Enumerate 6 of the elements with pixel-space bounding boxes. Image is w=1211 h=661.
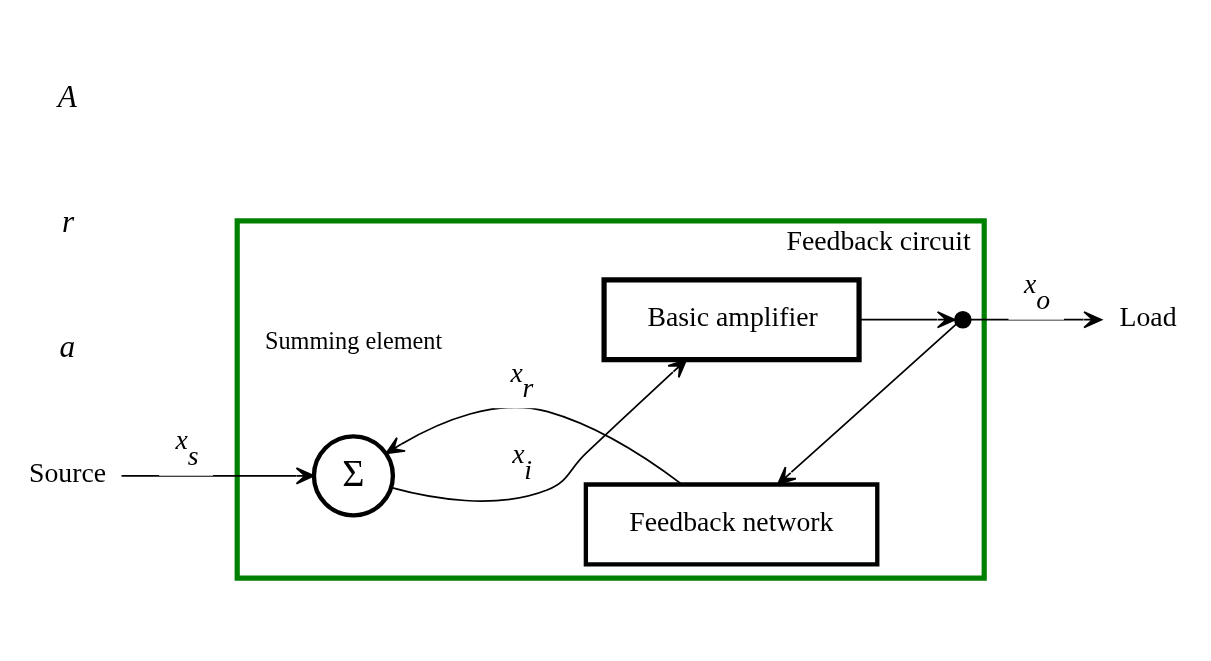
label: r (62, 203, 75, 239)
label: A (57, 78, 77, 114)
node-label: Summing element (264, 326, 443, 354)
label: a (59, 328, 76, 364)
node-text: Source (29, 456, 107, 488)
node-text: Load (1119, 300, 1177, 332)
